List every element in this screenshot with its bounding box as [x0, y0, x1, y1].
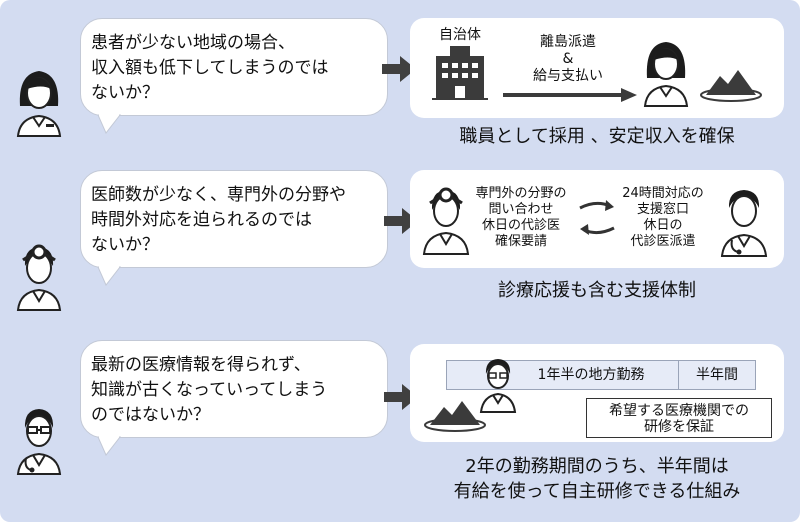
exchange-arrows-icon — [579, 200, 615, 235]
right-arrow-icon-3 — [384, 384, 418, 410]
support-text: 24時間対応の 支援窓口 休日の 代診医派遣 — [622, 186, 704, 249]
half-year-label: 半年間 — [696, 367, 738, 383]
org-label: 自治体 — [439, 27, 481, 43]
request-text: 専門外の分野の 問い合わせ 休日の代診医 確保要請 — [475, 186, 567, 249]
solution-caption-1: 職員として採用 、安定収入を確保 — [459, 126, 735, 147]
concern-text-3: 最新の医療情報を得られず、 知識が古くなっていってしまう のではないか？ — [91, 355, 328, 425]
timeline-divider — [678, 360, 679, 390]
person-female-icon-2 — [643, 42, 689, 107]
right-arrow-icon-1 — [382, 56, 416, 82]
concern-text-2: 医師数が少なく、専門外の分野や 時間外対応を迫られるのでは ないか？ — [91, 185, 346, 255]
solution-caption-2: 診療応援も含む支援体制 — [498, 280, 696, 301]
island-icon-2 — [424, 401, 486, 432]
doctor-headmirror-icon — [16, 244, 62, 311]
concern-bubble-2: 医師数が少なく、専門外の分野や 時間外対応を迫られるのでは ないか？ — [80, 170, 388, 268]
dispatch-label: 離島派遣 & 給与支払い — [533, 34, 603, 84]
doctor-glasses-icon-2 — [479, 359, 517, 413]
doctor-stethoscope-icon — [720, 190, 768, 257]
island-icon-1 — [700, 70, 762, 102]
bubble-tail-2 — [97, 264, 122, 286]
building-icon — [432, 46, 488, 100]
solution-caption-3: 2年の勤務期間のうち、半年間は 有給を使って自主研修できる仕組み — [453, 456, 741, 502]
doctor-glasses-icon — [16, 409, 62, 475]
concern-text-1: 患者が少ない地域の場合、 収入額も低下してしまうのでは ないか？ — [91, 33, 329, 103]
training-note: 希望する医療機関での 研修を保証 — [609, 403, 749, 435]
local-service-label: 1年半の地方勤務 — [537, 367, 645, 383]
bubble-tail-1 — [97, 112, 122, 134]
bubble-tail-3 — [97, 434, 122, 456]
concern-bubble-3: 最新の医療情報を得られず、 知識が古くなっていってしまう のではないか？ — [80, 340, 388, 438]
doctor-headmirror-icon-2 — [422, 187, 470, 255]
concern-bubble-1: 患者が少ない地域の場合、 収入額も低下してしまうのでは ないか？ — [80, 18, 388, 116]
person-female-icon — [16, 71, 62, 137]
right-arrow-icon-2 — [384, 208, 418, 234]
training-note-box — [586, 398, 772, 438]
long-arrow-icon — [503, 88, 637, 102]
solution-panel-2 — [410, 170, 784, 268]
